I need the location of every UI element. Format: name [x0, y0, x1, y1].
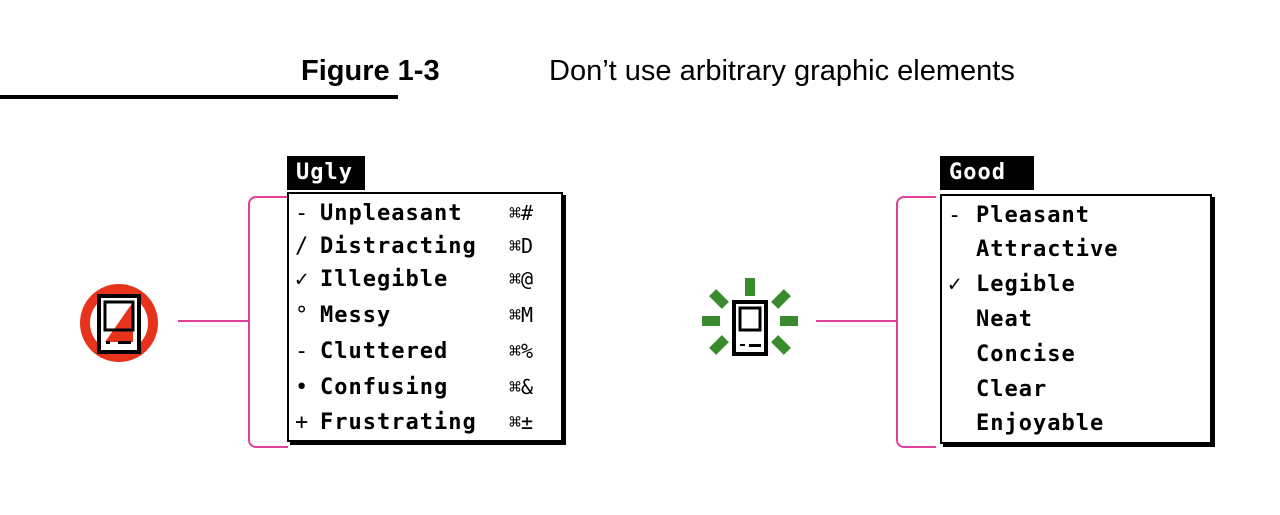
ugly-menu-item[interactable]: • Confusing ⌘&	[295, 375, 534, 400]
good-menu: - Pleasant Attractive ✓ Legible Neat Con…	[940, 194, 1212, 444]
ugly-menu-item[interactable]: / Distracting ⌘D	[295, 234, 534, 259]
ugly-menu: - Unpleasant ⌘# / Distracting ⌘D ✓ Illeg…	[287, 192, 563, 442]
good-menu-item[interactable]: Clear	[976, 377, 1048, 402]
ugly-bracket	[248, 196, 288, 448]
figure-title: Don’t use arbitrary graphic elements	[549, 55, 1015, 87]
ugly-menu-item[interactable]: - Unpleasant ⌘#	[295, 201, 534, 226]
ugly-menu-item[interactable]: - Cluttered ⌘%	[295, 339, 534, 364]
good-menu-item[interactable]: - Pleasant	[948, 203, 1090, 228]
good-menu-item[interactable]: Enjoyable	[976, 411, 1105, 436]
figure-number: Figure 1-3	[301, 55, 440, 87]
ugly-menu-item[interactable]: + Frustrating ⌘±	[295, 410, 534, 435]
ugly-menu-item[interactable]: ✓ Illegible ⌘@	[289, 262, 559, 297]
good-menu-item[interactable]: Concise	[976, 342, 1076, 367]
prohibited-computer-icon	[80, 284, 158, 362]
happy-computer-icon	[702, 278, 798, 356]
ugly-menu-title[interactable]: Ugly	[287, 156, 365, 190]
ugly-connector	[178, 320, 248, 322]
checkmark-icon: ✓	[948, 272, 963, 297]
good-menu-title[interactable]: Good	[940, 156, 1034, 190]
good-bracket	[896, 196, 936, 448]
good-menu-item[interactable]: Neat	[976, 307, 1033, 332]
good-connector	[816, 320, 896, 322]
ugly-menu-item[interactable]: ° Messy ⌘M	[295, 303, 534, 328]
checkmark-icon: ✓	[295, 267, 310, 292]
header-rule	[0, 95, 398, 99]
good-menu-item[interactable]: ✓ Legible	[942, 267, 1208, 302]
good-menu-item[interactable]: Attractive	[976, 237, 1119, 262]
